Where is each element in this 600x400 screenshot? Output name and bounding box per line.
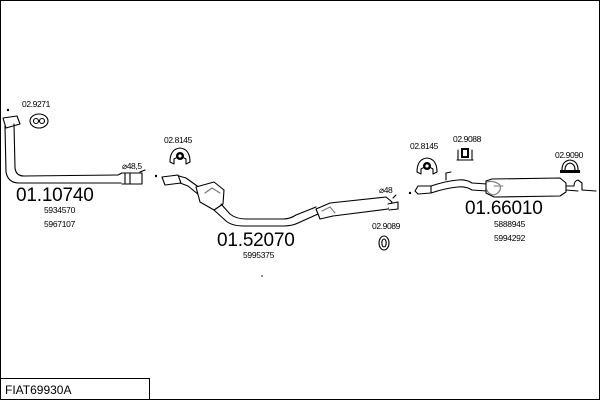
clamp-icon (560, 159, 580, 173)
assembly-code: FIAT69930A (5, 383, 72, 397)
marker-dot (408, 191, 412, 195)
marker-dot (154, 174, 158, 178)
accessory-number-clamp: 02.9090 (555, 150, 583, 160)
oe-number: 5994292 (494, 233, 525, 243)
marker-dot (261, 275, 263, 277)
accessory-number-ring: 02.9089 (372, 221, 400, 231)
diameter-label: ⌀48 (379, 185, 393, 195)
rubber-hanger-icon (416, 157, 438, 175)
accessory-number-mount: 02.9088 (453, 134, 481, 144)
part-number-front-pipe: 01.10740 (16, 185, 94, 206)
oe-number: 5934570 (44, 205, 75, 215)
marker-dot (6, 108, 10, 112)
center-pipe-drawing (161, 174, 399, 227)
rubber-hanger-icon (169, 147, 191, 165)
mounting-block-icon (456, 148, 474, 161)
rubber-ring-icon (378, 235, 390, 251)
gasket-ring-icon (29, 113, 49, 129)
front-pipe-drawing (2, 115, 143, 185)
oe-number: 5888945 (494, 219, 525, 229)
assembly-code-box: FIAT69930A (0, 378, 150, 399)
oe-number: 5967107 (44, 219, 75, 229)
oe-number: 5995375 (243, 250, 274, 260)
part-number-rear-pipe: 01.66010 (465, 198, 543, 219)
accessory-number-hanger: 02.8145 (164, 135, 192, 145)
diameter-leader (392, 194, 397, 199)
diameter-leader (139, 169, 146, 173)
part-number-center-pipe: 01.52070 (217, 230, 295, 251)
diameter-label: ⌀48,5 (122, 161, 142, 171)
rear-pipe-drawing (414, 171, 597, 198)
accessory-number-hanger: 02.8145 (410, 141, 438, 151)
accessory-number-gasket: 02.9271 (22, 99, 50, 109)
